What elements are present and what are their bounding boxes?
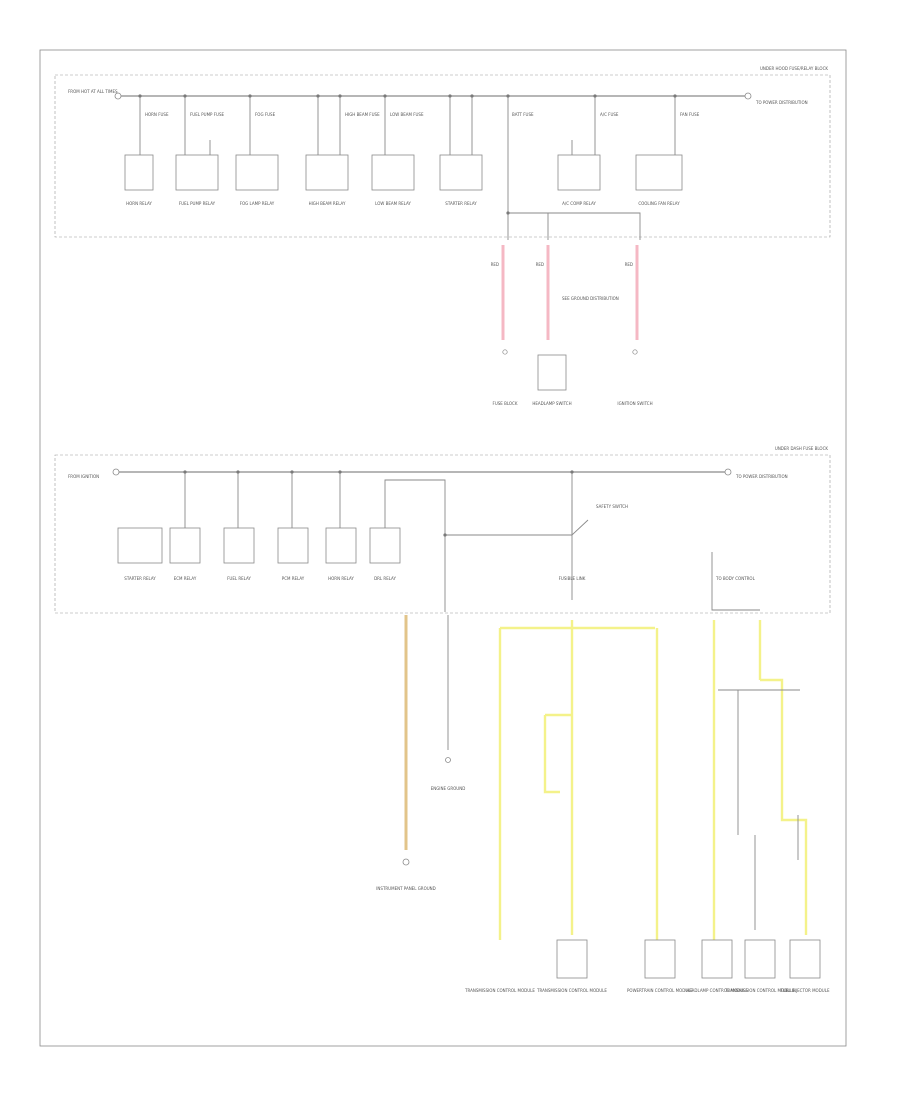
top-device-label-6: STARTER RELAY	[445, 201, 477, 206]
top-output-device-2	[537, 354, 567, 391]
top-branch-6	[449, 96, 473, 160]
bottom-device-6	[369, 527, 401, 564]
bottom-switch-label: SAFETY SWITCH	[596, 504, 628, 509]
bottom-feed-left-label: FROM IGNITION	[68, 474, 99, 479]
top-feed-left-label: FROM HOT AT ALL TIMES	[68, 89, 118, 94]
load-label-4: HEADLAMP CONTROL MODULE	[686, 988, 748, 993]
top-feed-right-connector	[744, 92, 752, 100]
top-feed-right-label: TO POWER DISTRIBUTION	[755, 100, 808, 105]
load-label-6: FUEL INJECTOR MODULE	[781, 988, 830, 993]
engine-ground-label: ENGINE GROUND	[431, 786, 466, 791]
bottom-outputs: INSTRUMENT PANEL GROUND ENGINE GROUND TR…	[376, 615, 830, 993]
bottom-device-label-2: ECM RELAY	[174, 576, 197, 581]
load-device-2	[644, 939, 676, 979]
top-device-5	[371, 154, 415, 191]
top-box-outline	[54, 74, 831, 238]
bottom-device-4	[277, 527, 309, 564]
top-fuse-label-1: HORN FUSE	[145, 112, 169, 117]
bottom-branch-7	[571, 472, 589, 537]
bottom-device-label-5: HORN RELAY	[328, 576, 354, 581]
top-device-label-2: FUEL PUMP RELAY	[179, 201, 216, 206]
top-output-connector-1	[502, 349, 508, 355]
load-label-3: POWERTRAIN CONTROL MODULE	[627, 988, 693, 993]
top-output-dest-2: HEADLAMP SWITCH	[532, 401, 571, 406]
top-device-label-3: FOG LAMP RELAY	[240, 201, 275, 206]
top-fuse-label-5: LOW BEAM FUSE	[390, 112, 424, 117]
top-branch-4	[317, 96, 341, 160]
bottom-device-5	[325, 527, 357, 564]
top-fuse-label-7: A/C FUSE	[600, 112, 619, 117]
gray-wire-1	[718, 689, 800, 930]
top-branch-2	[184, 96, 211, 160]
top-device-7	[557, 154, 601, 191]
page-frame	[39, 49, 847, 1047]
bottom-box-outline	[54, 454, 831, 614]
top-outputs: RED RED RED SEE GROUND DISTRIBUTION FUSE…	[491, 245, 653, 406]
top-output-dest-1: FUSE BLOCK	[493, 401, 518, 406]
bottom-feed-right-label: TO POWER DISTRIBUTION	[735, 474, 788, 479]
top-device-label-1: HORN RELAY	[126, 201, 152, 206]
top-device-8	[635, 154, 683, 191]
load-device-4	[744, 939, 776, 979]
load-label-2: TRANSMISSION CONTROL MODULE	[536, 988, 607, 993]
yellow-wire-6	[758, 620, 808, 935]
bottom-right-label: TO BODY CONTROL	[715, 576, 756, 581]
bottom-device-2	[169, 527, 201, 564]
top-device-label-4: HIGH BEAM RELAY	[309, 201, 346, 206]
top-fuse-label-4: HIGH BEAM FUSE	[345, 112, 380, 117]
load-device-1	[556, 939, 588, 979]
yellow-wire-1	[498, 626, 655, 940]
top-device-4	[305, 154, 349, 191]
top-device-1	[124, 154, 154, 191]
top-device-label-8: COOLING FAN RELAY	[638, 201, 680, 206]
top-fuse-label-6: BATT FUSE	[512, 112, 534, 117]
top-output-color-3: RED	[625, 262, 633, 267]
bottom-device-label-6: DRL RELAY	[374, 576, 396, 581]
top-fuse-label-2: FUEL PUMP FUSE	[190, 112, 224, 117]
top-device-6	[439, 154, 483, 191]
load-label-5: TRANSMISSION CONTROL MODULE	[724, 988, 795, 993]
load-device-5	[789, 939, 821, 979]
bottom-fuse-block: UNDER DASH FUSE BLOCK FROM IGNITION TO P…	[54, 446, 831, 614]
top-box-title: UNDER HOOD FUSE/RELAY BLOCK	[760, 66, 828, 71]
top-device-label-7: A/C COMP RELAY	[562, 201, 596, 206]
top-device-3	[235, 154, 279, 191]
top-output-connector-3	[632, 349, 638, 355]
engine-ground-connector	[445, 757, 451, 763]
top-fuse-label-3: FOG FUSE	[255, 112, 276, 117]
top-output-color-1: RED	[491, 262, 499, 267]
top-device-2	[175, 154, 219, 191]
top-output-dest-3: IGNITION SWITCH	[617, 401, 652, 406]
bottom-box-title: UNDER DASH FUSE BLOCK	[775, 446, 828, 451]
bottom-device-label-1: STARTER RELAY	[124, 576, 156, 581]
top-ground-note: SEE GROUND DISTRIBUTION	[562, 296, 619, 301]
top-fuse-label-8: FAN FUSE	[680, 112, 700, 117]
bottom-feed-right-connector	[724, 468, 732, 476]
yellow-wire-3	[543, 713, 572, 794]
bottom-device-label-3: FUEL RELAY	[227, 576, 251, 581]
top-branch-7	[507, 96, 641, 240]
bottom-branch-5	[384, 479, 573, 536]
bottom-device-label-4: PCM RELAY	[282, 576, 305, 581]
bottom-feed-left-connector	[112, 468, 120, 476]
bottom-branch-9	[711, 552, 760, 611]
top-output-color-2: RED	[536, 262, 544, 267]
bottom-device-3	[223, 527, 255, 564]
load-label-1: TRANSMISSION CONTROL MODULE	[464, 988, 535, 993]
top-feed-left-connector	[114, 92, 122, 100]
top-fuse-block: UNDER HOOD FUSE/RELAY BLOCK FROM HOT AT …	[54, 66, 831, 240]
ip-ground-label: INSTRUMENT PANEL GROUND	[376, 886, 436, 891]
top-branch-8	[571, 96, 596, 160]
bottom-device-1	[117, 527, 163, 564]
top-device-label-5: LOW BEAM RELAY	[375, 201, 411, 206]
bottom-junction-label: FUSIBLE LINK	[559, 576, 586, 581]
load-device-3	[701, 939, 733, 979]
ip-ground-connector	[402, 858, 410, 866]
